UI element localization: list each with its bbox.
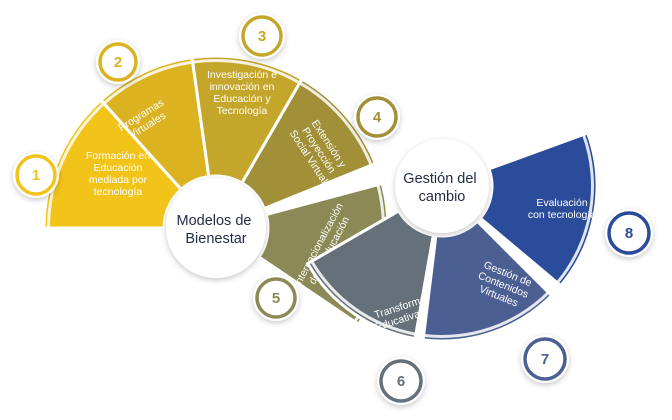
segment-7-shape: [421, 219, 554, 343]
segment-6-shape: [305, 208, 436, 341]
badge-6-number: 6: [397, 373, 405, 390]
svg-text:Gestión del cambio: Gestión del cambio: [403, 171, 480, 205]
badge-8-number: 8: [625, 225, 633, 242]
segment-3-label-line: innovación en: [210, 81, 275, 93]
segment-1-label-line: Formación en: [86, 150, 150, 162]
svg-text:Modelos de Bienestar: Modelos de Bienestar: [177, 213, 256, 247]
segment-8-label-line: con tecnología: [528, 209, 596, 221]
badge-8: 8: [605, 209, 653, 257]
hub-right-line-1: Gestión del: [403, 171, 476, 187]
badge-5: 5: [253, 275, 299, 321]
segment-7-band: [423, 291, 550, 338]
segment-1-label-line: tecnología: [94, 186, 143, 198]
segment-3-label-line: Educación y: [213, 93, 271, 105]
segment-3-label-line: Investigación e: [207, 69, 277, 81]
segment-2: ProgramasVirtuales: [98, 55, 211, 192]
segment-8-shape: [478, 131, 599, 288]
badge-5-number: 5: [272, 290, 280, 307]
badge-1-number: 1: [32, 167, 40, 184]
badge-7: 7: [521, 335, 569, 383]
badge-2-number: 2: [114, 54, 122, 71]
segment-8-band: [556, 134, 594, 284]
badge-4-number: 4: [373, 109, 382, 126]
badge-4: 4: [354, 94, 400, 140]
segment-1-label-line: Educación: [93, 162, 142, 174]
hub-gestion-del-cambio: Gestión del cambio: [395, 139, 489, 233]
segment-8-label-line: Evaluación: [536, 197, 588, 209]
hub-modelos-de-bienestar: Modelos de Bienestar: [166, 178, 266, 278]
badge-2: 2: [96, 40, 140, 84]
hub-left-line-2: Bienestar: [185, 231, 246, 247]
segment-4-shape: [239, 76, 378, 211]
badge-1: 1: [13, 152, 59, 198]
segment-4: Extensión yProyecciónSocial Virtual: [239, 76, 378, 211]
badges-layer: 1 2 3 4 5 6 7 8: [13, 13, 653, 405]
segment-7: Gestión deContenidosVirtuales: [421, 219, 554, 343]
segment-3-label-line: Tecnología: [217, 105, 268, 117]
badge-6: 6: [377, 357, 425, 405]
badge-3: 3: [239, 13, 285, 59]
badge-3-number: 3: [258, 28, 266, 45]
segment-2-band: [102, 60, 193, 105]
segment-3-band: [192, 58, 301, 85]
segment-1-label-line: mediada por: [89, 174, 148, 186]
hub-left-line-1: Modelos de: [177, 213, 252, 229]
segment-3-shape: [190, 54, 305, 186]
hubs-layer: Modelos de Bienestar Gestión del cambio: [166, 139, 489, 278]
hub-right-line-2: cambio: [419, 189, 466, 205]
badge-7-number: 7: [541, 351, 549, 368]
